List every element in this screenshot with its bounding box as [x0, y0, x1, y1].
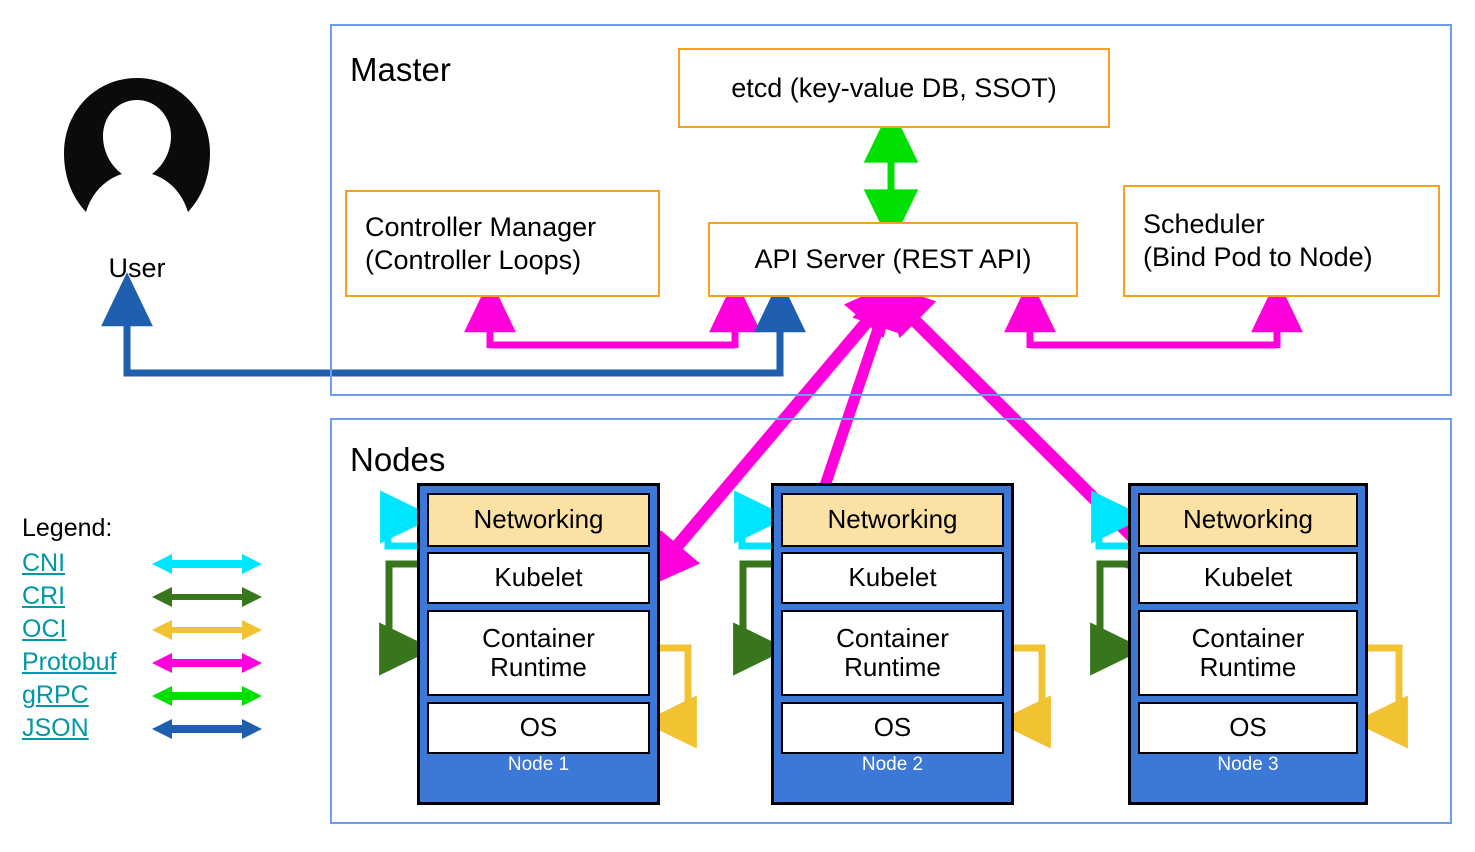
node-1-networking-label: Networking	[473, 504, 604, 535]
node-1-os-label: OS	[519, 712, 558, 743]
node-2[interactable]: Networking Kubelet Container Runtime OS …	[771, 483, 1014, 805]
node-2-kubelet-label: Kubelet	[848, 562, 937, 593]
node-1-container-runtime-layer[interactable]: Container Runtime	[427, 610, 650, 696]
legend-label-protobuf[interactable]: Protobuf	[22, 648, 117, 676]
api-server-box[interactable]: API Server (REST API)	[708, 222, 1078, 297]
node-2-container-runtime-label: Container Runtime	[836, 622, 949, 682]
legend-label-cri[interactable]: CRI	[22, 582, 66, 610]
user-label: User	[108, 253, 166, 283]
master-group-title: Master	[350, 51, 451, 88]
node-1[interactable]: Networking Kubelet Container Runtime OS …	[417, 483, 660, 805]
node-1-name: Node 1	[507, 754, 570, 775]
node-3-name: Node 3	[1217, 754, 1279, 775]
node-2-name: Node 2	[861, 754, 924, 775]
legend-title: Legend:	[22, 514, 113, 542]
legend-label-json[interactable]: JSON	[22, 714, 89, 742]
node-3-networking-label: Networking	[1182, 504, 1314, 535]
node-2-kubelet-layer[interactable]: Kubelet	[781, 552, 1004, 604]
node-3-os-layer[interactable]: OS	[1138, 702, 1358, 754]
nodes-group-title: Nodes	[350, 441, 446, 478]
legend-arrow-cni	[152, 553, 262, 574]
scheduler-box[interactable]: Scheduler (Bind Pod to Node)	[1123, 185, 1440, 297]
legend-arrow-json	[152, 718, 262, 739]
node-1-container-runtime-label: Container Runtime	[482, 622, 595, 682]
node-3-os-label: OS	[1229, 712, 1267, 743]
user-person-icon	[64, 78, 210, 212]
node-3-kubelet-layer[interactable]: Kubelet	[1138, 552, 1358, 604]
controller-manager-box[interactable]: Controller Manager (Controller Loops)	[345, 190, 660, 297]
legend-label-oci[interactable]: OCI	[22, 615, 67, 643]
legend-item-grpc[interactable]: gRPC	[22, 679, 262, 712]
node-3-kubelet-label: Kubelet	[1203, 562, 1293, 593]
legend-arrow-protobuf	[152, 652, 262, 673]
node-2-os-layer[interactable]: OS	[781, 702, 1004, 754]
controller-manager-label: Controller Manager (Controller Loops)	[365, 211, 597, 275]
legend-label-cni[interactable]: CNI	[22, 549, 66, 577]
node-3[interactable]: Networking Kubelet Container Runtime OS …	[1128, 483, 1368, 805]
scheduler-label: Scheduler (Bind Pod to Node)	[1143, 209, 1373, 272]
node-1-networking-layer[interactable]: Networking	[427, 493, 650, 547]
node-2-networking-label: Networking	[827, 504, 958, 535]
legend-item-cni[interactable]: CNI	[22, 547, 262, 580]
legend-item-protobuf[interactable]: Protobuf	[22, 646, 262, 679]
node-1-kubelet-layer[interactable]: Kubelet	[427, 552, 650, 604]
nodes-group-container	[330, 418, 1452, 824]
legend-item-cri[interactable]: CRI	[22, 580, 262, 613]
node-1-kubelet-label: Kubelet	[494, 562, 583, 593]
legend-item-json[interactable]: JSON	[22, 712, 262, 745]
node-1-os-layer[interactable]: OS	[427, 702, 650, 754]
node-3-container-runtime-label: Container Runtime	[1191, 622, 1305, 682]
legend-arrow-grpc	[152, 685, 262, 706]
node-3-container-runtime-layer[interactable]: Container Runtime	[1138, 610, 1358, 696]
legend-arrow-oci	[152, 619, 262, 640]
node-2-networking-layer[interactable]: Networking	[781, 493, 1004, 547]
etcd-label: etcd (key-value DB, SSOT)	[731, 72, 1057, 103]
legend-item-oci[interactable]: OCI	[22, 613, 262, 646]
node-2-container-runtime-layer[interactable]: Container Runtime	[781, 610, 1004, 696]
legend: Legend: CNI CRI OCI Protobuf	[22, 516, 262, 745]
api-server-label: API Server (REST API)	[754, 244, 1032, 275]
master-group-container	[330, 24, 1452, 396]
legend-arrow-cri	[152, 586, 262, 607]
legend-label-grpc[interactable]: gRPC	[22, 681, 89, 709]
node-3-networking-layer[interactable]: Networking	[1138, 493, 1358, 547]
etcd-box[interactable]: etcd (key-value DB, SSOT)	[678, 48, 1110, 128]
node-2-os-label: OS	[873, 712, 912, 743]
